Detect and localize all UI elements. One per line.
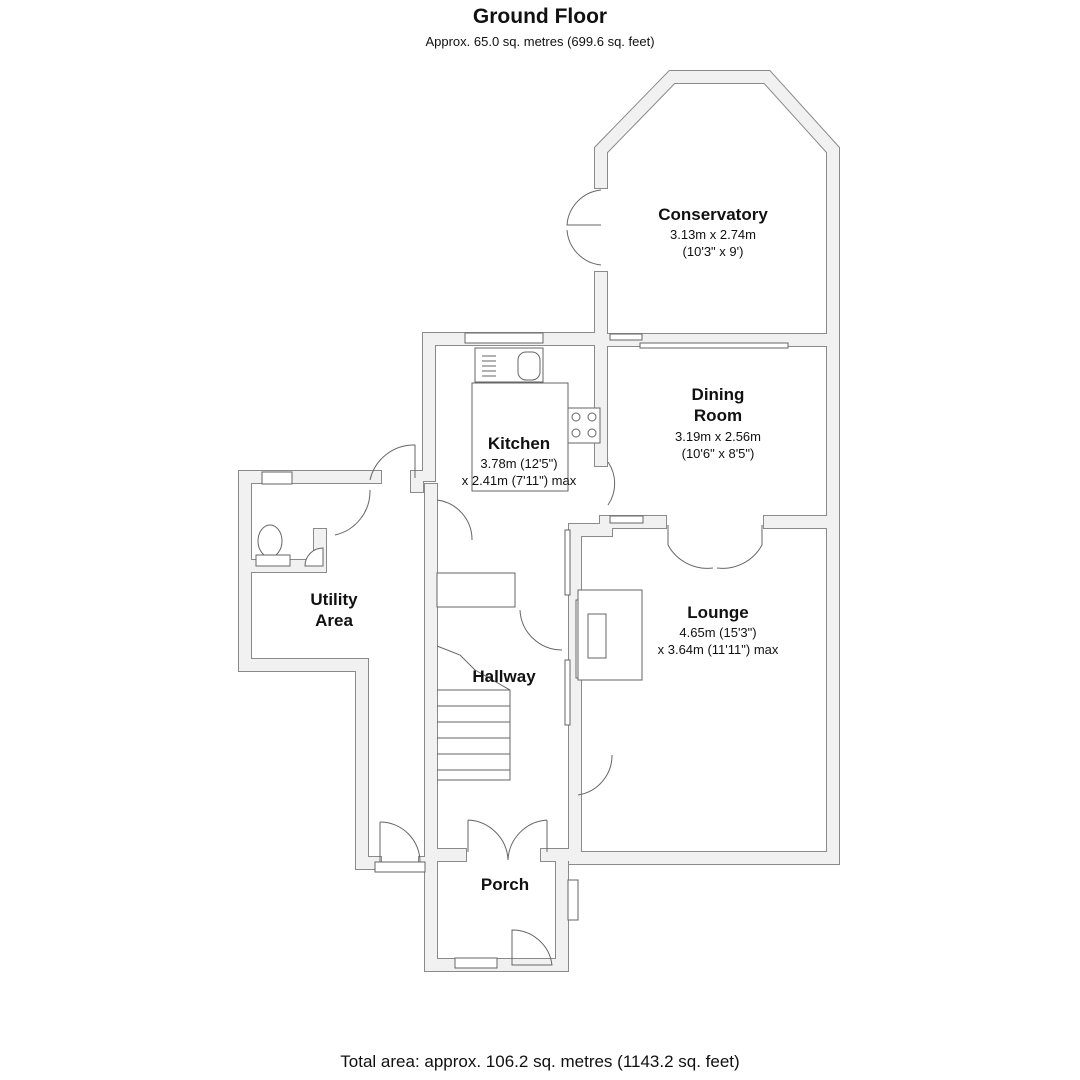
room-name-utility: Area	[315, 611, 353, 630]
doors	[334, 189, 763, 966]
room-name-hallway: Hallway	[472, 667, 536, 686]
floor-title: Ground Floor	[472, 5, 608, 28]
staircase	[436, 645, 511, 781]
basin-icon	[304, 547, 324, 567]
room-name-utility: Utility	[310, 590, 358, 609]
room-name-kitchen: Kitchen	[488, 434, 550, 453]
room-dims: 4.65m (15'3")	[679, 625, 756, 640]
room-dims: 3.78m (12'5")	[480, 456, 557, 471]
cupboard	[436, 572, 516, 608]
floor-area: Approx. 65.0 sq. metres (699.6 sq. feet)	[425, 34, 655, 49]
room-dims: (10'6" x 8'5")	[682, 446, 755, 461]
hob-icon	[567, 407, 601, 444]
room-dims: 3.19m x 2.56m	[675, 429, 761, 444]
windows	[261, 332, 789, 969]
room-dims: (10'3" x 9')	[683, 244, 744, 259]
room-name-conservatory: Conservatory	[658, 205, 768, 224]
room-name-dining: Dining	[692, 385, 745, 404]
room-dims: 3.13m x 2.74m	[670, 227, 756, 242]
fixtures	[255, 347, 643, 781]
room-dims: x 2.41m (7'11") max	[462, 473, 577, 488]
room-name-lounge: Lounge	[687, 603, 748, 622]
toilet-icon	[257, 524, 283, 558]
total-area: Total area: approx. 106.2 sq. metres (11…	[340, 1052, 740, 1071]
room-dims: x 3.64m (11'11") max	[658, 642, 779, 657]
room-name-dining: Room	[694, 406, 742, 425]
room-labels: Conservatory 3.13m x 2.74m (10'3" x 9') …	[310, 205, 778, 894]
sink-icon	[517, 351, 541, 381]
room-name-porch: Porch	[481, 875, 529, 894]
